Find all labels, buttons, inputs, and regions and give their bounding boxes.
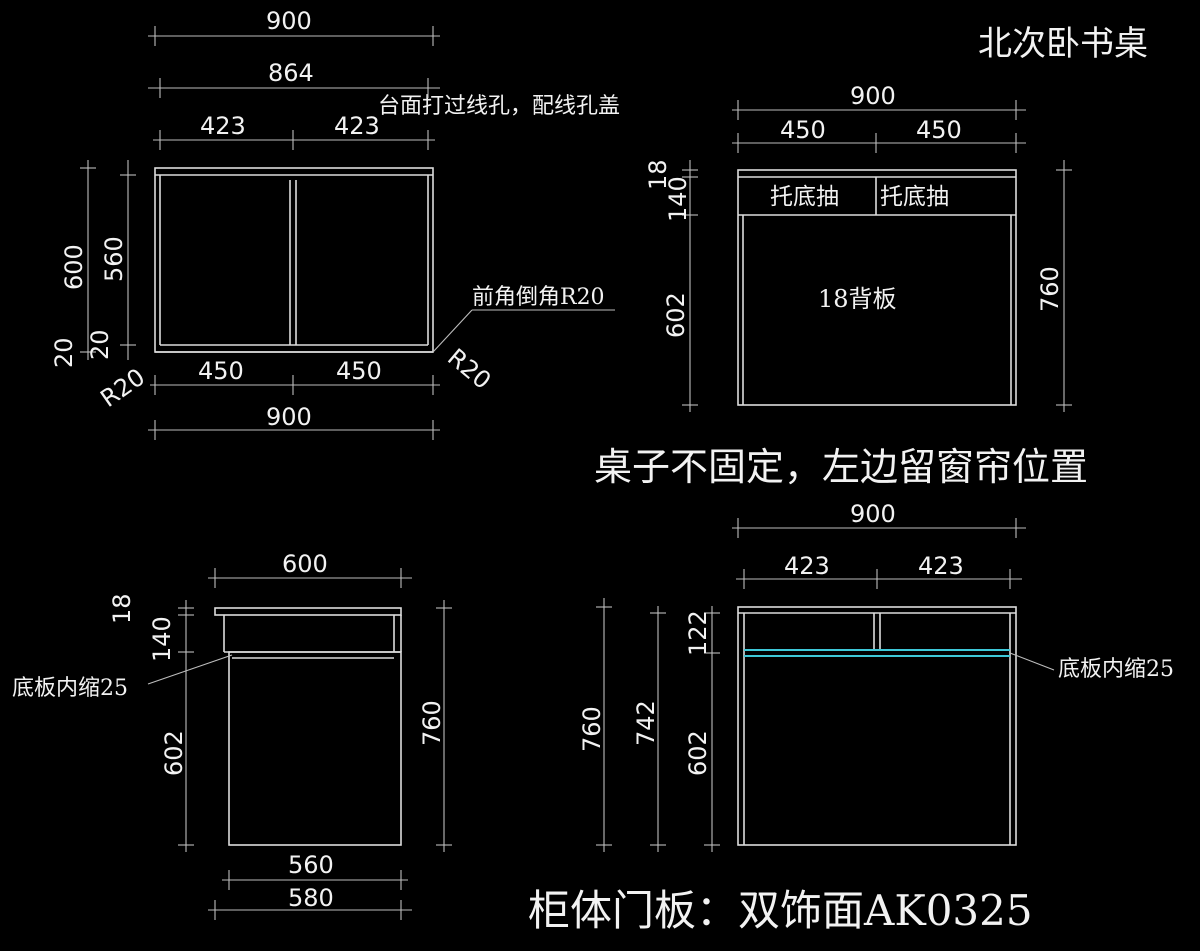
note-bottom-inset-left: 底板内缩25 [12,676,128,701]
dim-side-top-thickness: 18 [108,593,136,624]
dim-front-drawer: 140 [664,176,692,222]
dim-back-total: 900 [850,500,896,528]
plan-view: 900 864 423 423 600 560 20 20 450 450 [50,7,615,440]
back-view: 900 423 423 760 742 122 602 底板内缩25 [578,500,1174,852]
dim-front-lower: 602 [662,292,690,338]
note-cable-hole: 台面打过线孔，配线孔盖 [378,94,620,119]
dim-front-left: 450 [780,116,826,144]
dim-plan-depth: 600 [60,244,88,290]
dim-front-top-thickness: 18 [644,159,672,190]
drawer-right-label: 托底抽 [880,184,949,210]
drawer-left-label: 托底抽 [770,184,839,210]
dim-back-lower: 602 [684,730,712,776]
back-panel-label: 18背板 [818,285,897,313]
note-corner-chamfer: 前角倒角R20 [472,285,605,310]
side-top-panel [214,607,402,616]
note-material: 柜体门板：双饰面AK0325 [528,886,1033,935]
dim-back-left: 423 [784,552,830,580]
note-placement: 桌子不固定，左边留窗帘位置 [594,445,1088,489]
dim-plan-bottom-right: 450 [336,357,382,385]
dim-front-height: 760 [1036,266,1064,312]
dim-back-right: 423 [918,552,964,580]
dim-plan-inner-depth: 560 [100,236,128,282]
dim-plan-half-right: 423 [334,112,380,140]
back-outline [737,606,1017,846]
front-view: 托底抽 托底抽 18背板 900 450 450 18 140 602 760 [644,82,1072,412]
plan-outline [154,167,434,353]
dim-plan-total-bottom: 900 [266,403,312,431]
dim-plan-half-left: 423 [200,112,246,140]
dim-side-drawer: 140 [148,616,176,662]
dim-side-depth-top: 600 [282,550,328,578]
dim-back-upper: 122 [684,610,712,656]
dim-side-bottom-outer: 580 [288,884,334,912]
dim-back-height-inner: 742 [632,700,660,746]
dim-plan-inner-top: 864 [268,59,314,87]
dim-side-lower: 602 [160,730,188,776]
side-view: 600 18 140 602 760 560 580 底板内缩25 [12,550,452,920]
dim-plan-edge-a: 20 [50,337,78,368]
dim-plan-bottom-left: 450 [198,357,244,385]
dim-back-height-outer: 760 [578,706,606,752]
drawing-title: 北次卧书桌 [978,24,1148,64]
note-bottom-inset-right: 底板内缩25 [1058,657,1174,682]
dim-side-bottom-inner: 560 [288,851,334,879]
radius-label-left: R20 [95,363,150,413]
dim-side-height: 760 [418,700,446,746]
radius-label-right: R20 [442,343,496,395]
front-outline [737,169,1017,406]
side-body [228,651,402,846]
dim-plan-edge-b: 20 [86,329,114,360]
dim-plan-total-top: 900 [266,7,312,35]
dim-front-right: 450 [916,116,962,144]
dim-front-total: 900 [850,82,896,110]
